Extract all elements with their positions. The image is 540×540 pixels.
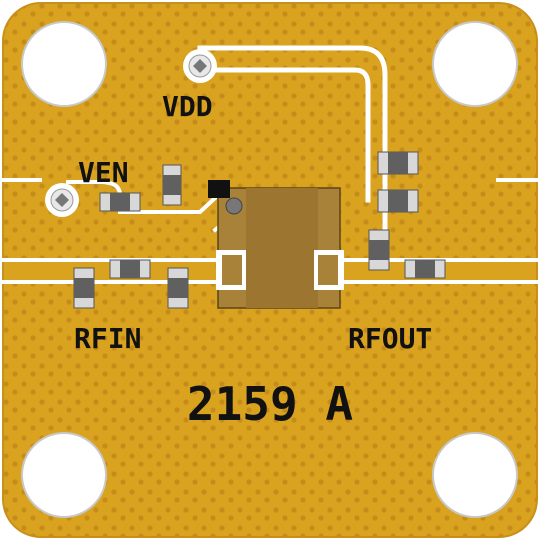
orientation-mark <box>208 180 230 198</box>
rfout-choke <box>368 229 390 271</box>
pin1-marker <box>225 197 243 215</box>
rfin-shunt-component <box>73 267 95 309</box>
label-rfout: RFOUT <box>348 322 432 355</box>
rfin-shunt-component-2 <box>167 267 189 309</box>
vdd-test-pad <box>183 49 217 83</box>
ven-capacitor <box>162 164 182 206</box>
amplifier-chip <box>208 180 344 309</box>
smd-components <box>73 151 446 309</box>
vdd-trace <box>197 45 388 263</box>
mounting-hole-top-left <box>21 21 107 107</box>
rfout-series-capacitor <box>404 259 446 279</box>
part-marking: 2159 A <box>187 377 353 431</box>
ven-test-pad <box>45 183 79 217</box>
ven-trace <box>66 180 217 214</box>
vdd-trace-inner <box>197 67 371 203</box>
vdd-capacitor-1 <box>377 151 419 175</box>
mounting-hole-bottom-left <box>21 432 107 518</box>
vdd-capacitor-2 <box>377 189 419 213</box>
mounting-holes <box>21 21 518 518</box>
mounting-hole-top-right <box>432 21 518 107</box>
label-rfin: RFIN <box>74 322 141 355</box>
label-ven: VEN <box>78 156 129 189</box>
label-vdd: VDD <box>162 90 213 123</box>
ven-resistor <box>99 192 141 212</box>
mounting-hole-bottom-right <box>432 432 518 518</box>
rfin-series-capacitor <box>109 259 151 279</box>
